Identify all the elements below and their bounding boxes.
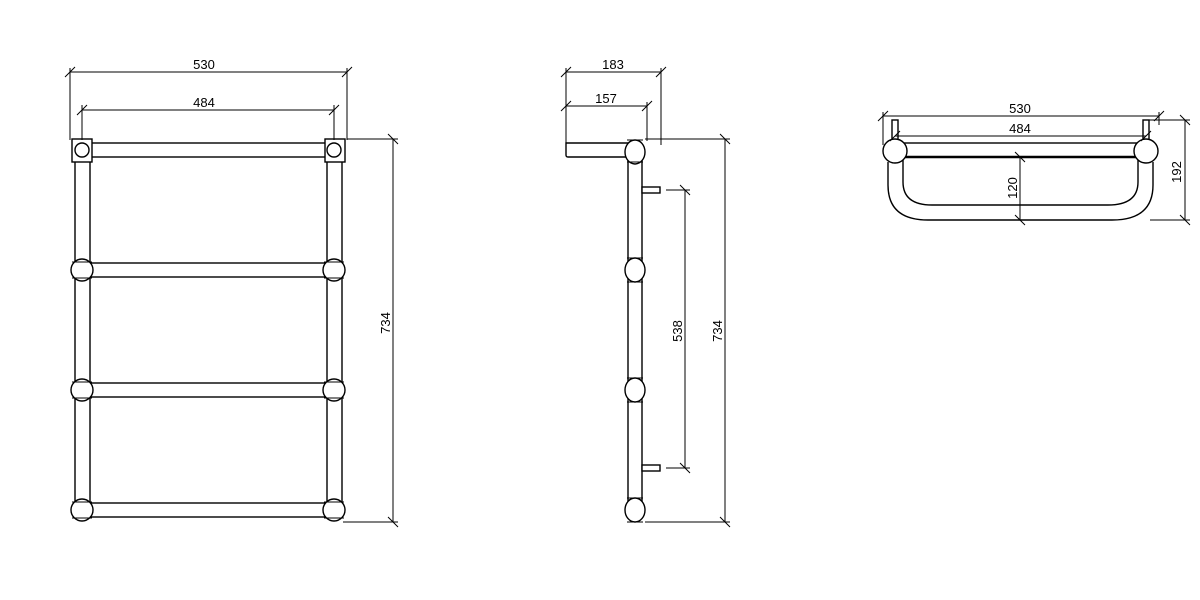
side-view: 183 157 538 734 bbox=[560, 57, 731, 528]
side-bracket-spacing-label: 538 bbox=[670, 320, 685, 342]
side-knobs bbox=[624, 139, 646, 523]
bracket-bottom bbox=[641, 464, 661, 472]
front-dimensions bbox=[64, 66, 399, 528]
knob-right bbox=[1133, 138, 1159, 164]
front-height-label: 734 bbox=[378, 312, 393, 334]
front-view: 530 484 734 bbox=[64, 57, 399, 528]
knob-left bbox=[882, 138, 908, 164]
side-depth-overall-label: 183 bbox=[602, 57, 624, 72]
top-view: 530 484 120 192 bbox=[877, 101, 1191, 226]
top-dimensions bbox=[877, 110, 1191, 226]
top-width-overall-label: 530 bbox=[1009, 101, 1031, 116]
front-width-overall-label: 530 bbox=[193, 57, 215, 72]
front-knobs bbox=[70, 138, 346, 522]
top-rail-offset-label: 120 bbox=[1005, 177, 1020, 199]
top-depth-label: 192 bbox=[1169, 161, 1184, 183]
top-rail bbox=[894, 142, 1147, 158]
front-posts bbox=[74, 149, 343, 511]
side-arm bbox=[565, 142, 629, 158]
side-post bbox=[627, 149, 643, 511]
side-dimensions bbox=[560, 66, 731, 528]
front-rails bbox=[81, 142, 335, 518]
top-width-centers-label: 484 bbox=[1009, 121, 1031, 136]
front-width-centers-label: 484 bbox=[193, 95, 215, 110]
side-depth-arm-label: 157 bbox=[595, 91, 617, 106]
bracket-top bbox=[641, 186, 661, 194]
side-height-label: 734 bbox=[710, 320, 725, 342]
